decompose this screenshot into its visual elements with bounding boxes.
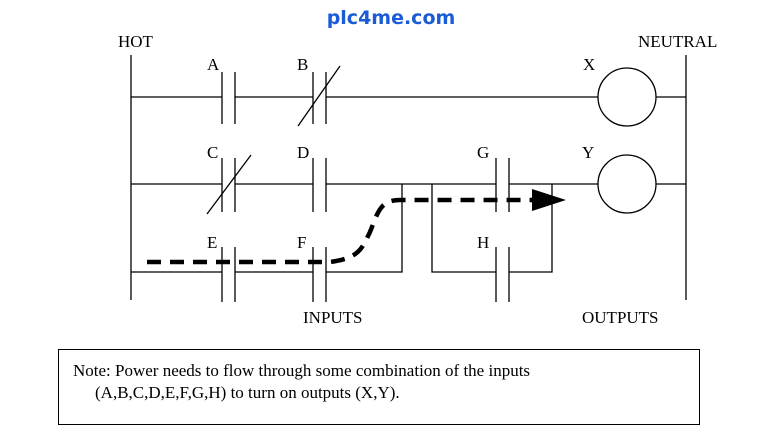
coil-y-label: Y: [582, 143, 594, 162]
contact-c: [206, 154, 252, 215]
neutral-rail-label: NEUTRAL: [638, 32, 717, 51]
arrow-head-icon: [532, 189, 566, 211]
brand-title: plc4me.com: [327, 7, 456, 29]
contact-e-label: E: [207, 233, 217, 252]
rung-2: C D G Y E F: [131, 143, 686, 302]
coil-x-label: X: [583, 55, 595, 74]
contact-h-label: H: [477, 233, 489, 252]
branch-h-wire: [431, 184, 496, 273]
branch-h-wire: [509, 184, 553, 273]
rung-1: A B X: [131, 55, 686, 127]
contact-b-label: B: [297, 55, 308, 74]
outputs-label: OUTPUTS: [582, 308, 659, 327]
note-line-1: Note: Power needs to flow through some c…: [73, 361, 531, 380]
contact-h: [495, 247, 510, 302]
coil-y: [597, 154, 657, 214]
inputs-label: INPUTS: [303, 308, 363, 327]
contact-g: [495, 158, 510, 212]
hot-rail-label: HOT: [118, 32, 154, 51]
coil-x: [597, 67, 657, 127]
power-flow-arrow: [147, 189, 566, 265]
note-line-2: (A,B,C,D,E,F,G,H) to turn on outputs (X,…: [95, 383, 400, 402]
contact-b: [297, 65, 341, 127]
branch-ef-wire: [326, 184, 403, 273]
contact-g-label: G: [477, 143, 489, 162]
contact-a: [221, 72, 236, 124]
contact-e: [221, 247, 236, 302]
note-box: Note: Power needs to flow through some c…: [58, 349, 700, 425]
contact-f-label: F: [297, 233, 306, 252]
contact-d: [312, 158, 327, 212]
power-flow-path: [147, 197, 535, 265]
contact-d-label: D: [297, 143, 309, 162]
contact-a-label: A: [207, 55, 220, 74]
contact-c-label: C: [207, 143, 218, 162]
contact-f: [312, 247, 327, 302]
